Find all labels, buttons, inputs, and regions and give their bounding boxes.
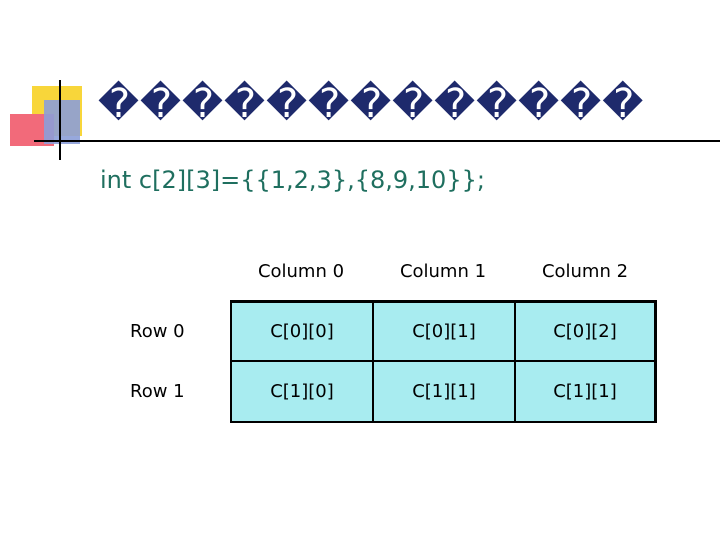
column-header-2: Column 2 — [541, 261, 629, 282]
row-header-1: Row 1 — [130, 381, 185, 402]
table-cell: C[0][0] — [232, 303, 374, 362]
code-line: int c[2][3]={{1,2,3},{8,9,10}}; — [100, 166, 485, 194]
table-cell: C[0][1] — [374, 303, 516, 362]
column-header-1: Column 1 — [399, 261, 487, 282]
slide-title: ������������� — [98, 81, 645, 127]
decorative-blue-square — [44, 100, 80, 144]
table-cell: C[1][1] — [553, 381, 617, 402]
table-cell: C[1][1] — [374, 362, 516, 421]
column-header-0: Column 0 — [257, 261, 345, 282]
table-cell: C[1][0] — [232, 362, 374, 421]
array-table: C[0][0] C[0][1] C[0][2] C[1][0] C[1][1] … — [230, 300, 657, 423]
decorative-vertical-line — [59, 80, 61, 160]
row-header-0: Row 0 — [130, 321, 185, 342]
decorative-horizontal-line — [34, 140, 720, 142]
table-cell: C[0][2] — [516, 303, 654, 362]
